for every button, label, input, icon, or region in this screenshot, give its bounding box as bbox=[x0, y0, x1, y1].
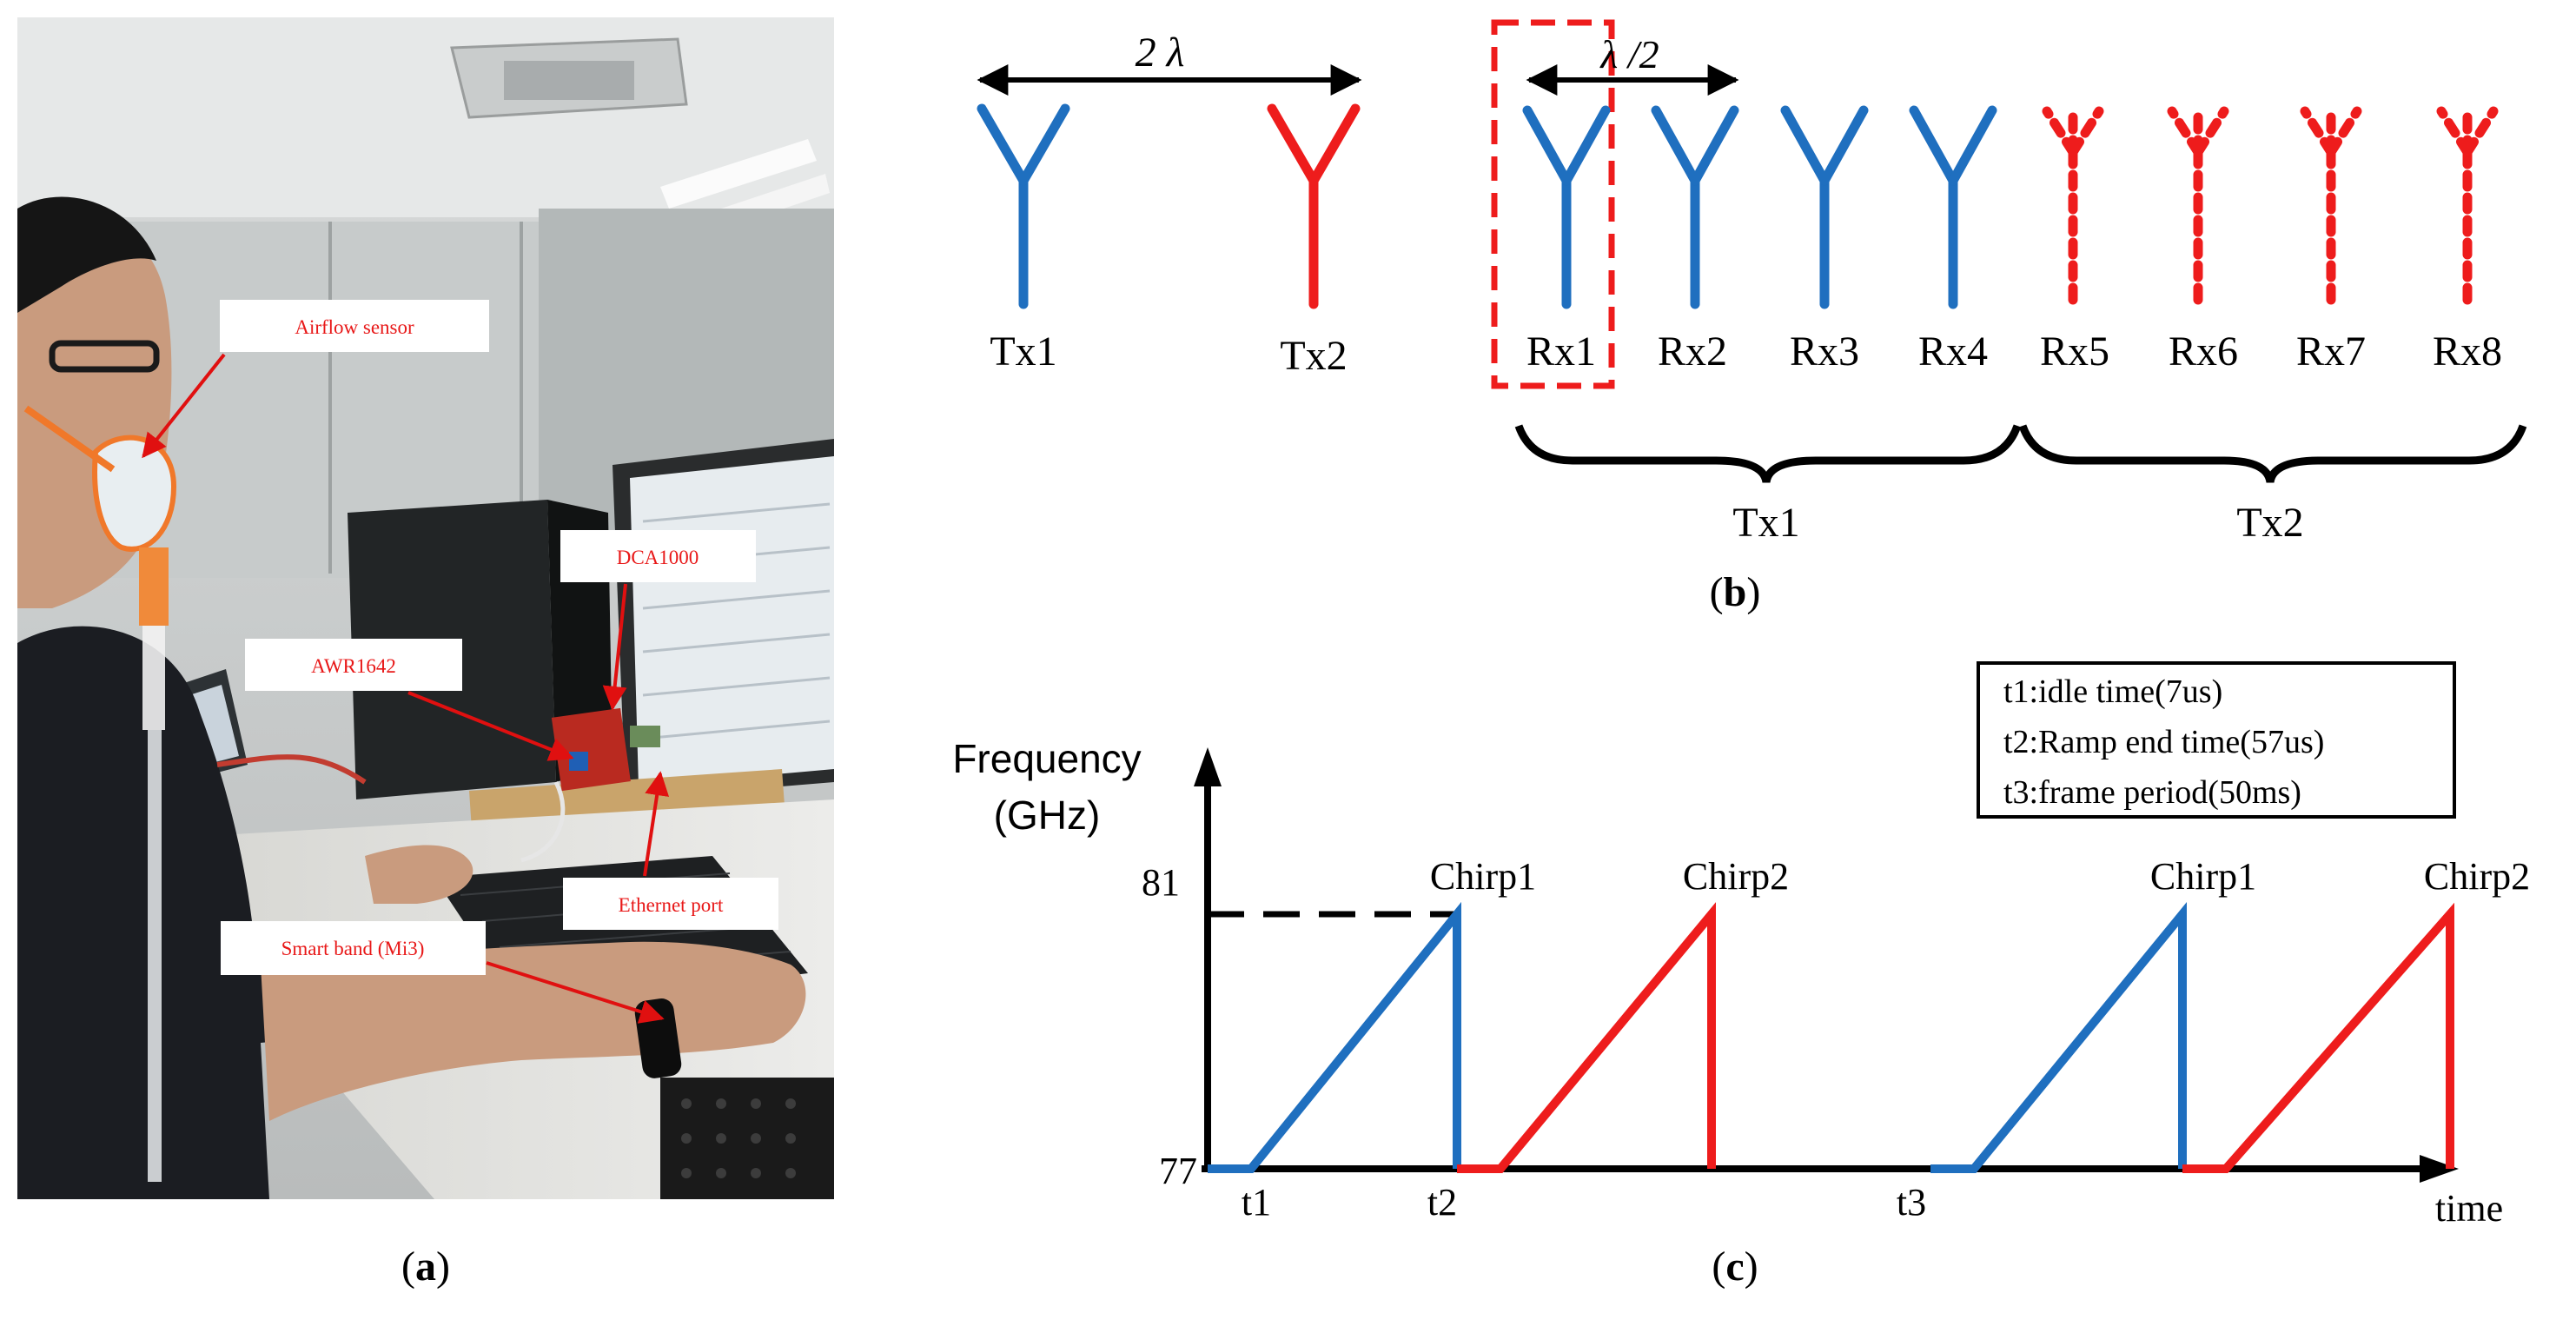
callout-airflow-sensor: Airflow sensor bbox=[295, 316, 414, 338]
caption-a: (a) bbox=[401, 1244, 450, 1290]
label-rx2: Rx2 bbox=[1658, 328, 1727, 375]
legend-t2: t2:Ramp end time(57us) bbox=[2003, 724, 2324, 760]
callout-arrow-smartband bbox=[486, 961, 665, 1024]
antenna-rx2 bbox=[1651, 105, 1739, 309]
caption-c: (c) bbox=[1712, 1244, 1758, 1290]
label-tx1: Tx1 bbox=[990, 328, 1056, 375]
antenna-rx5 bbox=[2042, 106, 2104, 309]
antenna-rx7 bbox=[2300, 106, 2362, 309]
label-rx6: Rx6 bbox=[2169, 328, 2238, 375]
antenna-tx1 bbox=[977, 103, 1070, 309]
x-tick-t3: t3 bbox=[1897, 1181, 1926, 1224]
y-axis-title-line2: (GHz) bbox=[994, 793, 1101, 838]
callout-box-airflow bbox=[220, 300, 489, 352]
chirp-label-2: Chirp2 bbox=[1683, 855, 1789, 898]
x-axis-title: time bbox=[2435, 1187, 2503, 1230]
callout-box-ethernet bbox=[563, 878, 778, 930]
label-rx3: Rx3 bbox=[1790, 328, 1859, 375]
callout-box-dca bbox=[560, 530, 756, 582]
label-rx5: Rx5 bbox=[2040, 328, 2109, 375]
callout-awr1642: AWR1642 bbox=[311, 655, 396, 677]
label-tx2: Tx2 bbox=[1280, 333, 1347, 379]
y-axis-title-line1: Frequency bbox=[952, 736, 1141, 781]
svg-text:(c): (c) bbox=[1712, 1244, 1758, 1290]
panel-b: 2 λ Tx1 Tx2 λ /2 bbox=[977, 19, 2527, 615]
callout-box-smartband bbox=[221, 921, 486, 975]
chirp4-waveform bbox=[2182, 902, 2454, 1173]
y-tick-77: 77 bbox=[1159, 1150, 1197, 1192]
x-tick-t2: t2 bbox=[1427, 1181, 1457, 1224]
svg-text:(a): (a) bbox=[401, 1244, 450, 1290]
chirp1-waveform bbox=[1208, 901, 1461, 1173]
callout-arrow-dca bbox=[602, 583, 627, 711]
callout-dca1000: DCA1000 bbox=[617, 547, 699, 568]
x-axis-arrowhead bbox=[2420, 1155, 2459, 1183]
callout-smart-band: Smart band (Mi3) bbox=[281, 938, 425, 959]
y-axis-arrowhead bbox=[1194, 747, 1222, 786]
label-rx1: Rx1 bbox=[1526, 328, 1596, 375]
photo-callouts: Airflow sensor DCA1000 AWR1642 Ethernet … bbox=[142, 300, 778, 1024]
label-rx8: Rx8 bbox=[2433, 328, 2502, 375]
group-label-tx2: Tx2 bbox=[2236, 500, 2303, 546]
callout-arrow-airflow bbox=[142, 353, 226, 459]
group-label-tx1: Tx1 bbox=[1732, 500, 1799, 546]
antenna-rx8 bbox=[2436, 106, 2499, 309]
chirp2-waveform bbox=[1457, 902, 1716, 1173]
panel-a: Airflow sensor DCA1000 AWR1642 Ethernet … bbox=[17, 17, 834, 1290]
antenna-rx1 bbox=[1522, 105, 1611, 309]
callout-ethernet-port: Ethernet port bbox=[619, 894, 724, 916]
x-tick-t1: t1 bbox=[1242, 1181, 1271, 1224]
chirp-label-1: Chirp1 bbox=[1430, 855, 1536, 898]
rx1-highlight-box bbox=[1491, 19, 1615, 389]
panel-c: t1:idle time(7us) t2:Ramp end time(57us)… bbox=[952, 661, 2530, 1290]
label-rx7: Rx7 bbox=[2296, 328, 2366, 375]
callout-arrow-awr bbox=[407, 691, 574, 761]
brace-tx1 bbox=[1514, 424, 2022, 484]
legend-t3: t3:frame period(50ms) bbox=[2003, 774, 2301, 811]
chirp-label-4: Chirp2 bbox=[2424, 855, 2530, 898]
label-rx4: Rx4 bbox=[1918, 328, 1988, 375]
chirp3-waveform bbox=[1930, 902, 2187, 1173]
callout-arrow-ethernet bbox=[643, 771, 670, 877]
rx-spacing-label: λ /2 bbox=[1599, 32, 1659, 76]
svg-text:(b): (b) bbox=[1710, 569, 1761, 615]
legend-t1: t1:idle time(7us) bbox=[2003, 673, 2222, 710]
lab-photo bbox=[17, 17, 834, 1199]
caption-b: (b) bbox=[1710, 569, 1761, 615]
y-tick-81: 81 bbox=[1142, 861, 1180, 904]
antenna-rx4 bbox=[1909, 105, 1997, 309]
antenna-rx3 bbox=[1780, 105, 1869, 309]
legend-box bbox=[1977, 661, 2456, 819]
antenna-tx2 bbox=[1267, 103, 1361, 309]
brace-tx2 bbox=[2018, 424, 2527, 484]
callout-box-awr bbox=[245, 639, 462, 691]
chirp-label-3: Chirp1 bbox=[2150, 855, 2256, 898]
tx-spacing-label: 2 λ bbox=[1136, 30, 1185, 76]
antenna-rx6 bbox=[2167, 106, 2229, 309]
